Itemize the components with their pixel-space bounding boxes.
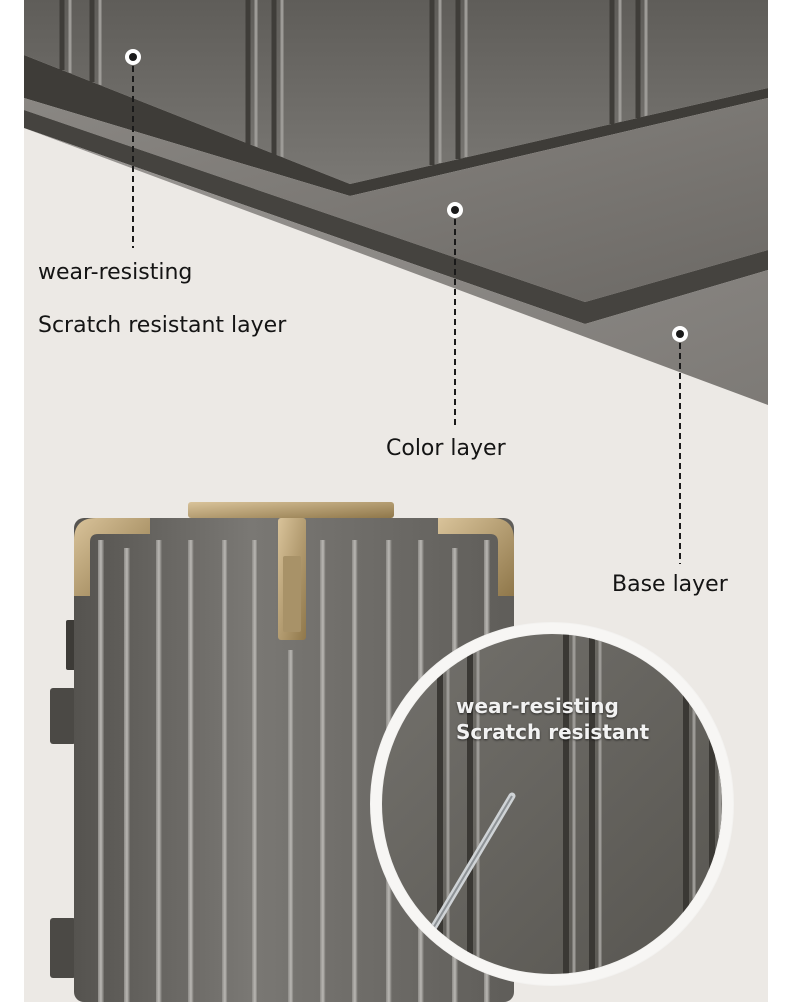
zoom-label-wear-resisting: wear-resisting [456, 694, 619, 718]
suitcase-lock-slot [283, 556, 301, 632]
suitcase-side-lock [66, 620, 76, 670]
label-wear-resisting: wear-resisting [38, 260, 193, 285]
label-color-layer: Color layer [386, 436, 506, 461]
pointer-color [447, 202, 463, 428]
suitcase-side-wheel-upper [50, 688, 76, 744]
color-layer [24, 98, 768, 302]
scratch-layer-edge [24, 55, 768, 196]
zoom-label-scratch-resistant: Scratch resistant [456, 720, 650, 744]
label-scratch-resistant-layer: Scratch resistant layer [38, 313, 287, 338]
zoom-magnifier [370, 622, 734, 986]
scratch-resistant-layer [24, 0, 768, 184]
suitcase-top-handle [188, 502, 394, 518]
suitcase-side-wheel-lower [50, 918, 76, 978]
suitcase-corner-right [438, 518, 514, 596]
label-base-layer: Base layer [612, 572, 728, 597]
suitcase-corner-left [74, 518, 150, 596]
screwdriver [428, 792, 516, 934]
pointer-base [672, 326, 688, 564]
pointer-wear [125, 49, 141, 248]
base-layer [24, 128, 768, 405]
top-layer-grooves [59, 0, 648, 165]
